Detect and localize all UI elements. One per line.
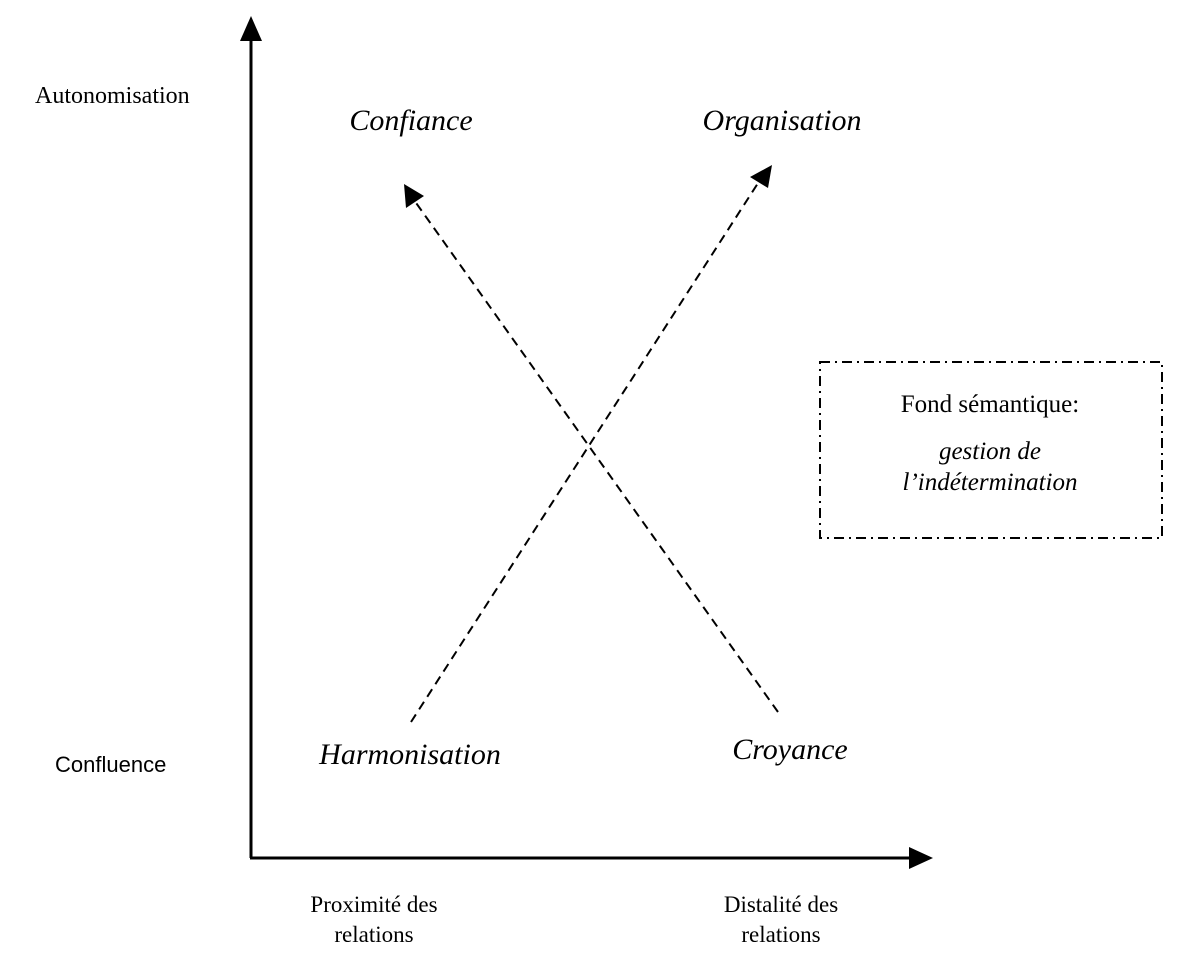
y-axis-arrowhead [240,16,262,41]
note-box-line2: l’indétermination [903,469,1078,496]
x-left-label-line1: Proximité des [310,892,437,917]
note-box [819,361,1163,539]
note-box-title: Fond sémantique: [901,391,1079,418]
label-confiance: Confiance [349,104,472,137]
x-right-label-line2: relations [741,922,820,947]
label-harmonisation: Harmonisation [318,738,501,771]
x-left-label-line2: relations [334,922,413,947]
y-top-label: Autonomisation [35,83,190,109]
label-organisation: Organisation [703,104,862,137]
arrow-croyance-to-confiance [413,199,779,713]
x-axis-arrowhead [909,847,933,869]
x-right-label-line1: Distalité des [724,892,838,917]
y-bottom-label: Confluence [55,752,166,777]
arrowhead-confiance [404,184,424,208]
label-croyance: Croyance [732,733,848,766]
arrow-harmonisation-to-organisation [410,179,761,723]
arrowhead-organisation [750,165,772,188]
note-box-line1: gestion de [939,438,1041,465]
